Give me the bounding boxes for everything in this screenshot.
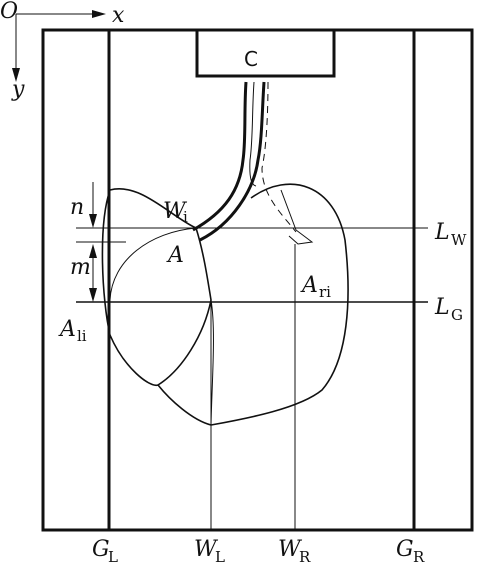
svg-text:L: L — [434, 295, 450, 320]
camera-box — [195, 28, 336, 78]
y-axis-arrow — [12, 68, 20, 82]
label-wi: W i — [163, 199, 188, 226]
label-ali: A li — [58, 317, 87, 345]
trajectory-outer-left — [192, 81, 248, 232]
trajectory-inner — [199, 81, 266, 242]
svg-text:R: R — [299, 548, 311, 566]
svg-text:W: W — [194, 537, 219, 562]
svg-text:li: li — [77, 327, 87, 345]
right-contour — [157, 183, 349, 426]
trajectory-outer-right — [249, 81, 257, 187]
svg-text:i: i — [183, 208, 188, 226]
dim-m-arrow-down — [89, 288, 97, 302]
svg-text:G: G — [396, 537, 414, 562]
label-gr: G R — [396, 537, 425, 566]
label-lg: L G — [434, 295, 463, 324]
svg-text:A: A — [300, 273, 318, 298]
svg-text:W: W — [451, 231, 467, 249]
dim-n-arrow — [89, 214, 97, 228]
svg-text:G: G — [92, 537, 110, 562]
left-contour — [101, 188, 212, 386]
svg-text:ri: ri — [319, 283, 331, 301]
svg-text:W: W — [278, 537, 303, 562]
svg-text:L: L — [434, 220, 450, 245]
svg-text:L: L — [108, 548, 118, 566]
trajectory-end-triangle — [280, 189, 314, 245]
label-gl: G L — [92, 537, 118, 566]
label-lw: L W — [434, 220, 467, 249]
svg-text:G: G — [451, 306, 463, 324]
svg-text:R: R — [413, 548, 425, 566]
label-wr: W R — [278, 537, 311, 566]
label-a: A — [166, 243, 184, 268]
left-contour-inner-arc — [109, 227, 197, 301]
label-wl: W L — [194, 537, 225, 566]
camera-label: C — [244, 47, 258, 71]
x-axis-label: x — [112, 3, 125, 28]
trajectory-dashed — [261, 81, 297, 233]
image-frame — [41, 28, 474, 532]
svg-text:A: A — [58, 317, 76, 342]
origin-label: O — [0, 0, 18, 24]
y-axis-label: y — [11, 77, 25, 102]
x-axis-arrow — [92, 10, 106, 18]
axis-group: O x y — [0, 0, 125, 102]
dim-n-label: n — [70, 195, 84, 220]
svg-text:L: L — [215, 548, 225, 566]
label-ari: A ri — [300, 273, 331, 301]
dim-m-label: m — [70, 255, 91, 280]
svg-text:W: W — [163, 199, 188, 224]
right-contour-gap-link — [210, 299, 214, 426]
